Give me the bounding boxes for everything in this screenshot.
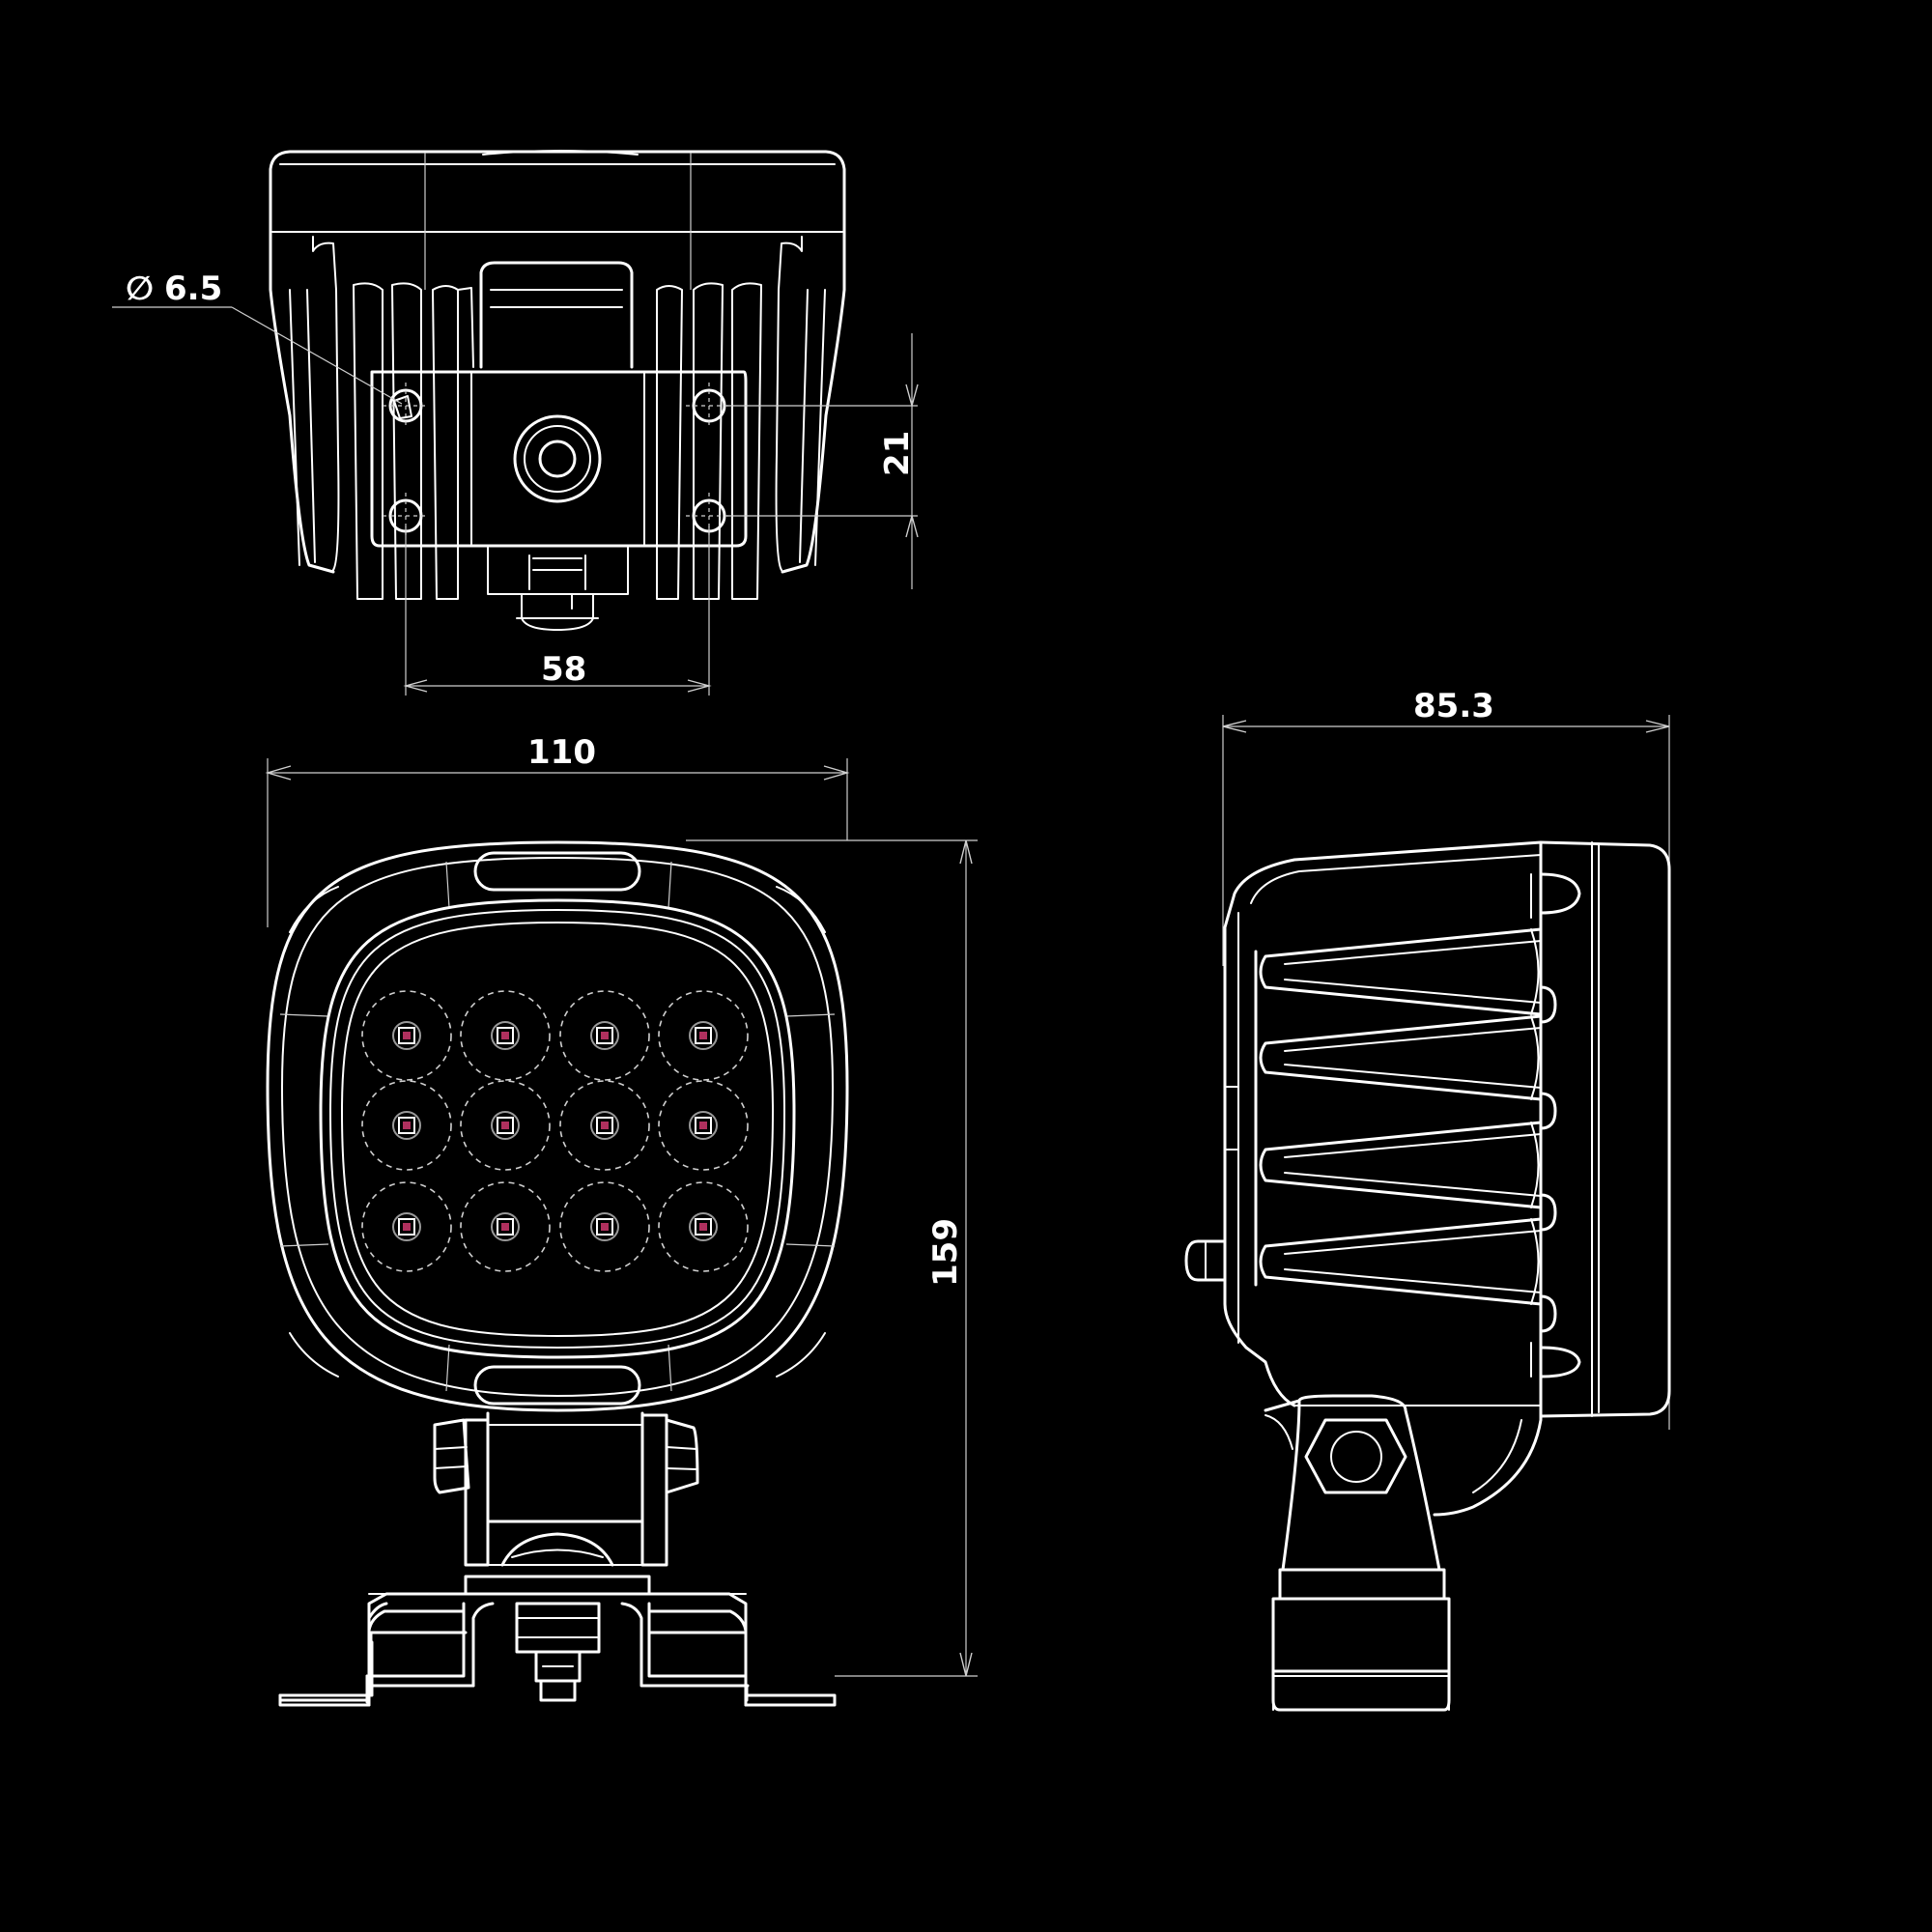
- led: [658, 1181, 749, 1272]
- plate-center-bolt: [513, 414, 602, 503]
- led: [361, 1181, 452, 1272]
- side-lens-edge: [1539, 840, 1671, 1418]
- led: [658, 990, 749, 1081]
- front-base-bracket: [278, 1575, 837, 1707]
- top-view-left-side: [269, 235, 335, 574]
- side-base-block: [1271, 1597, 1451, 1712]
- top-view-right-side: [781, 235, 846, 574]
- diameter-symbol: ∅: [126, 270, 154, 308]
- overall-height-label: 159: [926, 1218, 965, 1287]
- vertical-spacing-label: 21: [878, 431, 917, 476]
- top-view-center-block: [479, 261, 634, 369]
- led: [559, 1080, 650, 1171]
- horizontal-spacing-dimension: 58: [403, 526, 712, 696]
- housing-depth-dimension: 85.3: [1222, 687, 1670, 1430]
- side-fin: [1259, 1217, 1543, 1306]
- vertical-spacing-dimension: 21: [724, 333, 919, 589]
- housing-width-label: 110: [527, 733, 596, 772]
- side-connector: [1184, 1239, 1227, 1282]
- mounting-holes: [383, 383, 732, 539]
- cable-gland: [487, 545, 629, 631]
- top-view-fins-right: [656, 236, 826, 600]
- side-view: 85.3: [1184, 687, 1671, 1712]
- lens-frame: [319, 898, 796, 1359]
- housing-width-dimension: 110: [265, 733, 850, 927]
- front-mount-knuckle: [433, 1411, 699, 1567]
- top-slot: [473, 851, 641, 892]
- led: [460, 1181, 551, 1272]
- side-fin-stack: [1254, 927, 1557, 1333]
- mounting-plate: [370, 370, 748, 548]
- side-housing-top: [1223, 840, 1543, 929]
- horizontal-spacing-label: 58: [541, 650, 586, 689]
- side-housing-bottom: [1433, 1414, 1543, 1517]
- overall-height-dimension: 159: [686, 839, 978, 1677]
- hole-diameter-callout: ∅ 6.5: [112, 270, 403, 405]
- led: [559, 1181, 650, 1272]
- led: [460, 990, 551, 1081]
- side-fin: [1259, 1014, 1543, 1101]
- top-view-fins-left: [289, 236, 474, 600]
- side-fin: [1259, 927, 1543, 1016]
- hole-diameter-label: 6.5: [164, 270, 222, 308]
- led: [361, 1080, 452, 1171]
- bottom-slot: [473, 1365, 641, 1406]
- top-view: ∅ 6.5 21 58: [112, 150, 919, 696]
- led: [559, 990, 650, 1081]
- side-cooling-fins: [1530, 872, 1581, 1378]
- led-array: [361, 990, 749, 1272]
- side-mount-arm: [1264, 1394, 1446, 1601]
- front-view: 110: [265, 733, 978, 1707]
- front-housing-outer: [266, 840, 849, 1412]
- led: [658, 1080, 749, 1171]
- led: [361, 990, 452, 1081]
- housing-depth-label: 85.3: [1413, 687, 1494, 725]
- led: [460, 1080, 551, 1171]
- side-fin: [1259, 1121, 1543, 1209]
